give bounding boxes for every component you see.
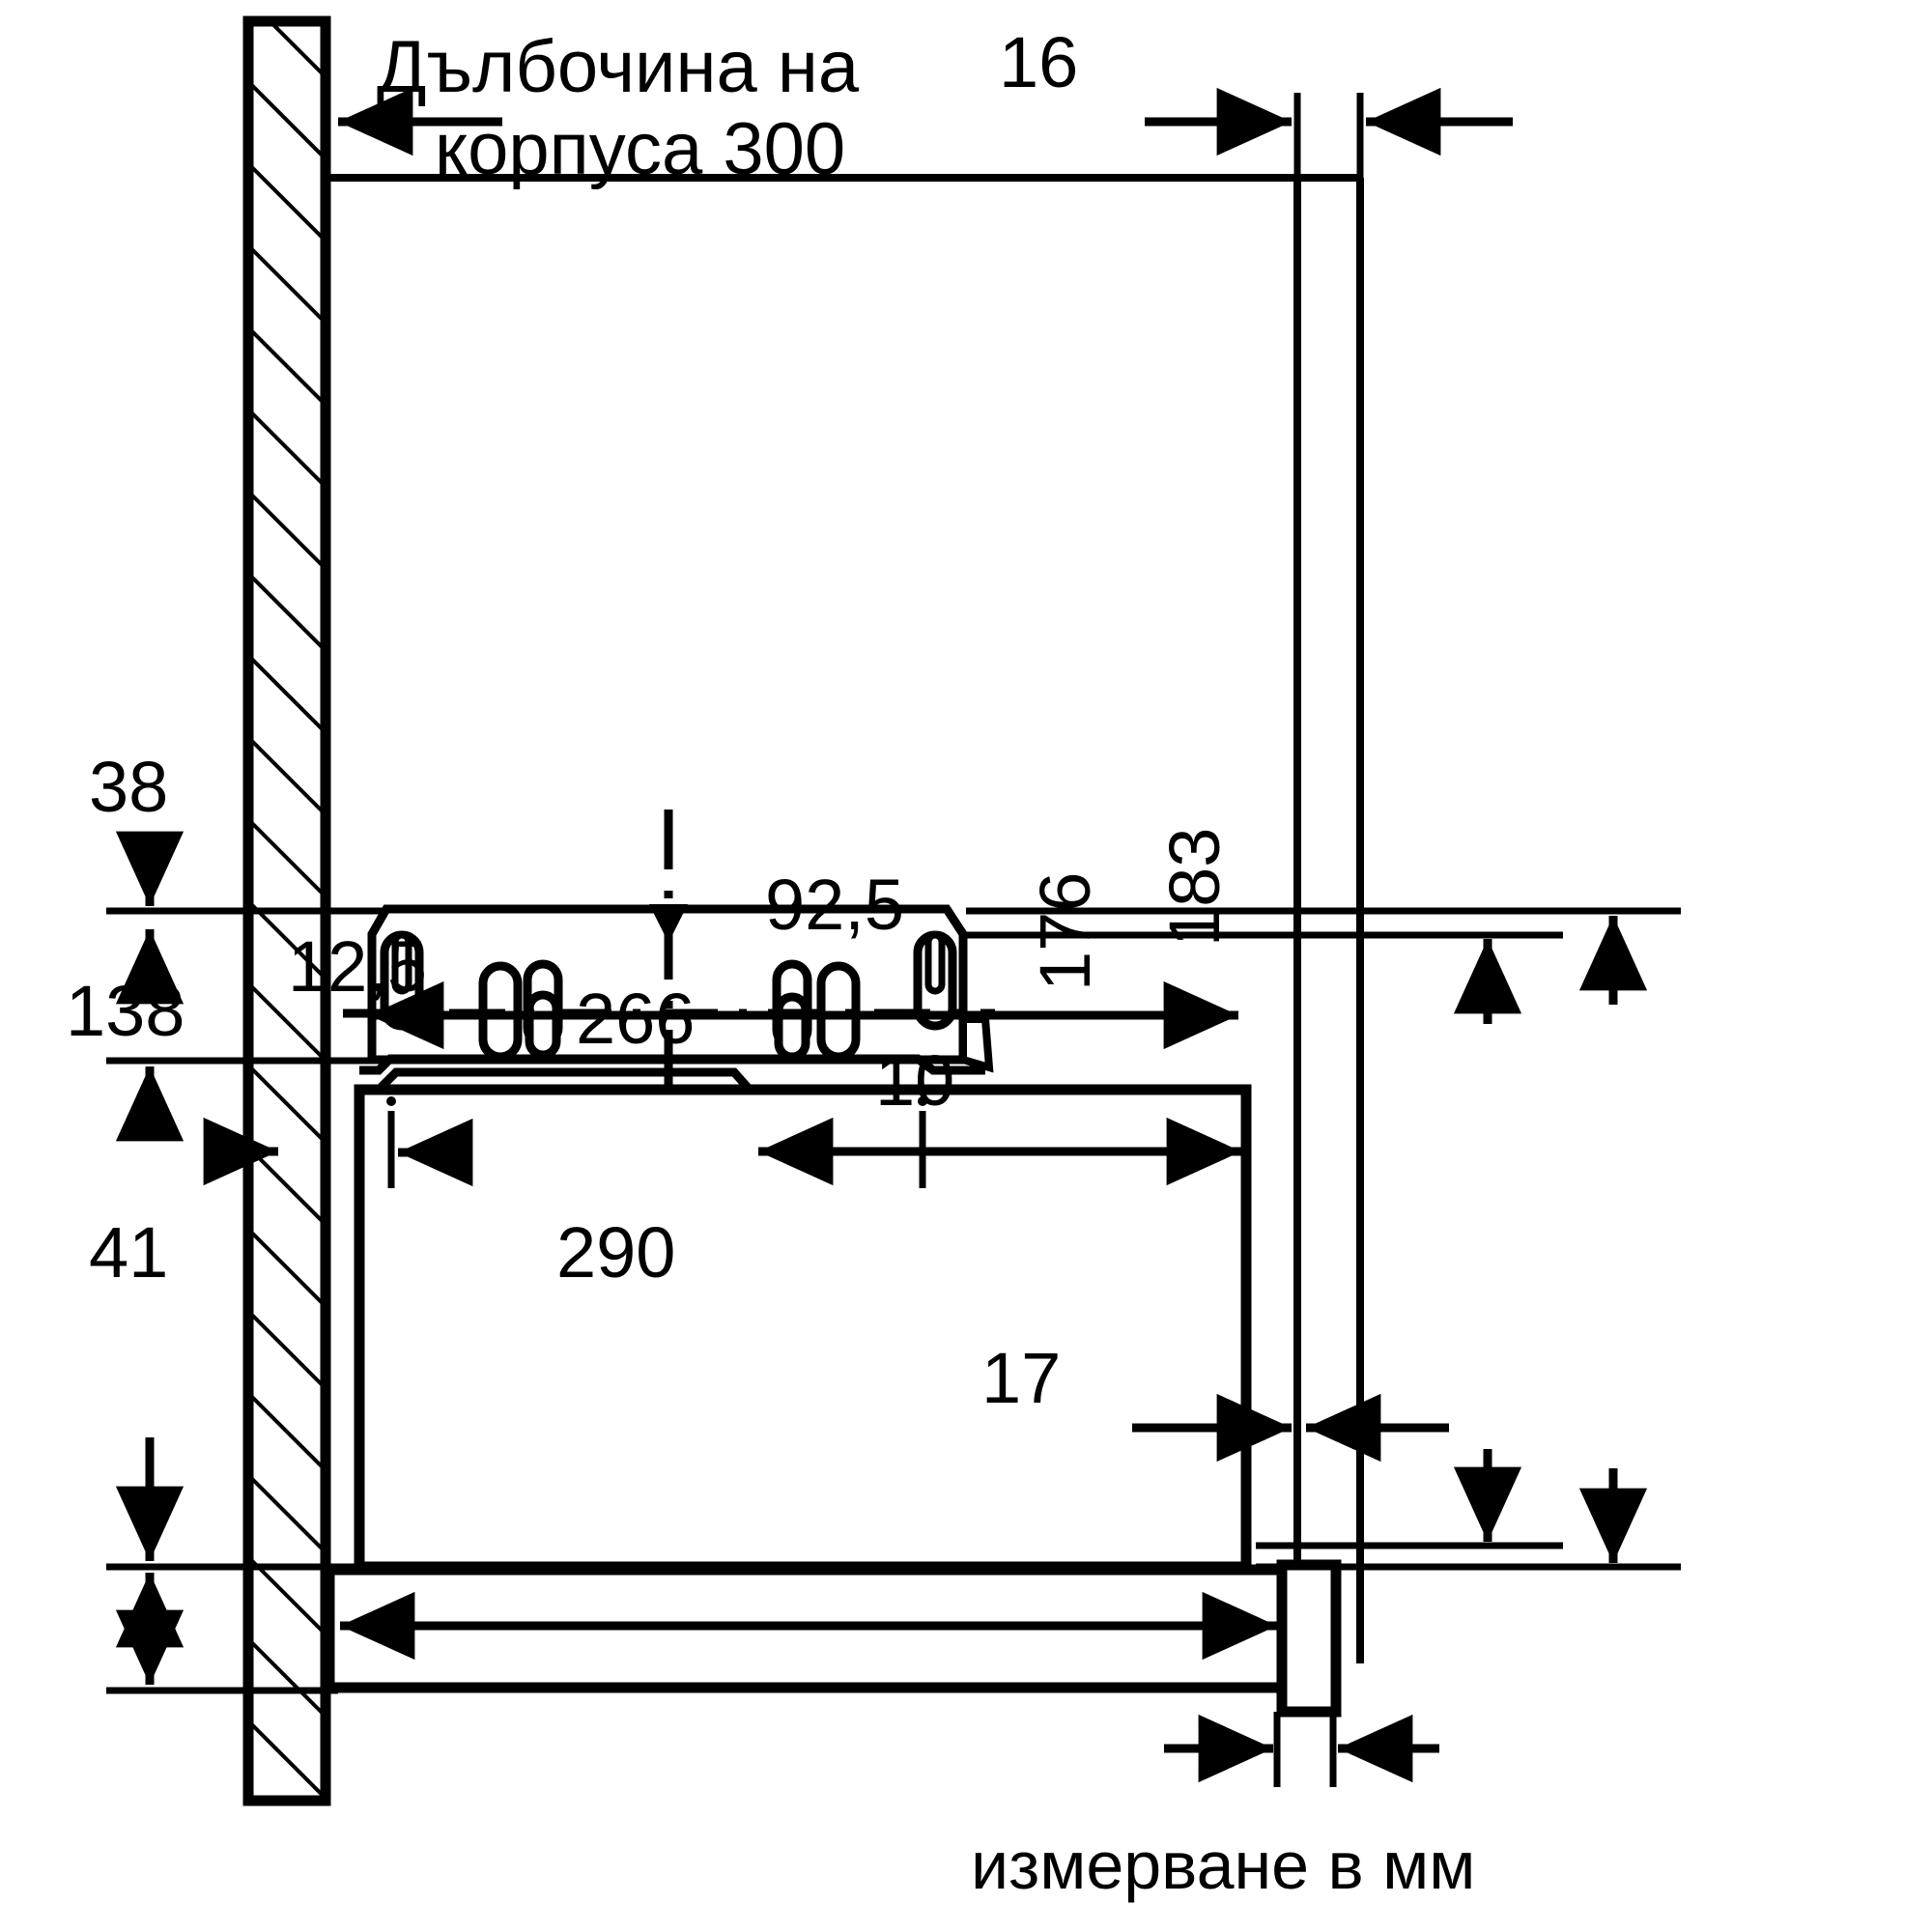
label-dim-16: 16 <box>999 22 1078 102</box>
label-dim-12-5: 12,5 <box>288 926 427 1007</box>
bracket-keyhole-right <box>913 930 957 1031</box>
label-cabinet-depth-line2: корпуса 300 <box>435 108 845 190</box>
label-dim-38: 38 <box>89 747 168 827</box>
label-dim-176: 176 <box>1025 872 1105 991</box>
dimension-labels: Дълбочина на корпуса 300 16 38 138 41 12… <box>66 22 1475 1903</box>
label-dim-41: 41 <box>89 1212 168 1293</box>
center-arrow-head <box>649 904 688 943</box>
hood-main-box <box>354 1084 1252 1573</box>
hood-body <box>324 1054 1342 1718</box>
label-dim-138: 138 <box>66 971 185 1051</box>
label-dim-266: 266 <box>576 979 695 1059</box>
label-dim-92-5: 92,5 <box>765 865 904 945</box>
label-dim-17: 17 <box>981 1338 1061 1418</box>
extension-lines <box>106 93 1681 1787</box>
label-cabinet-depth-line1: Дълбочина на <box>377 26 860 108</box>
label-footer-units: измерване в мм <box>971 1828 1475 1903</box>
label-dim-183: 183 <box>1154 828 1235 947</box>
hood-front-handle <box>1276 1559 1342 1718</box>
label-dim-10: 10 <box>875 1040 954 1121</box>
label-dim-290: 290 <box>556 1212 675 1293</box>
dimension-arrows <box>115 87 1648 1783</box>
